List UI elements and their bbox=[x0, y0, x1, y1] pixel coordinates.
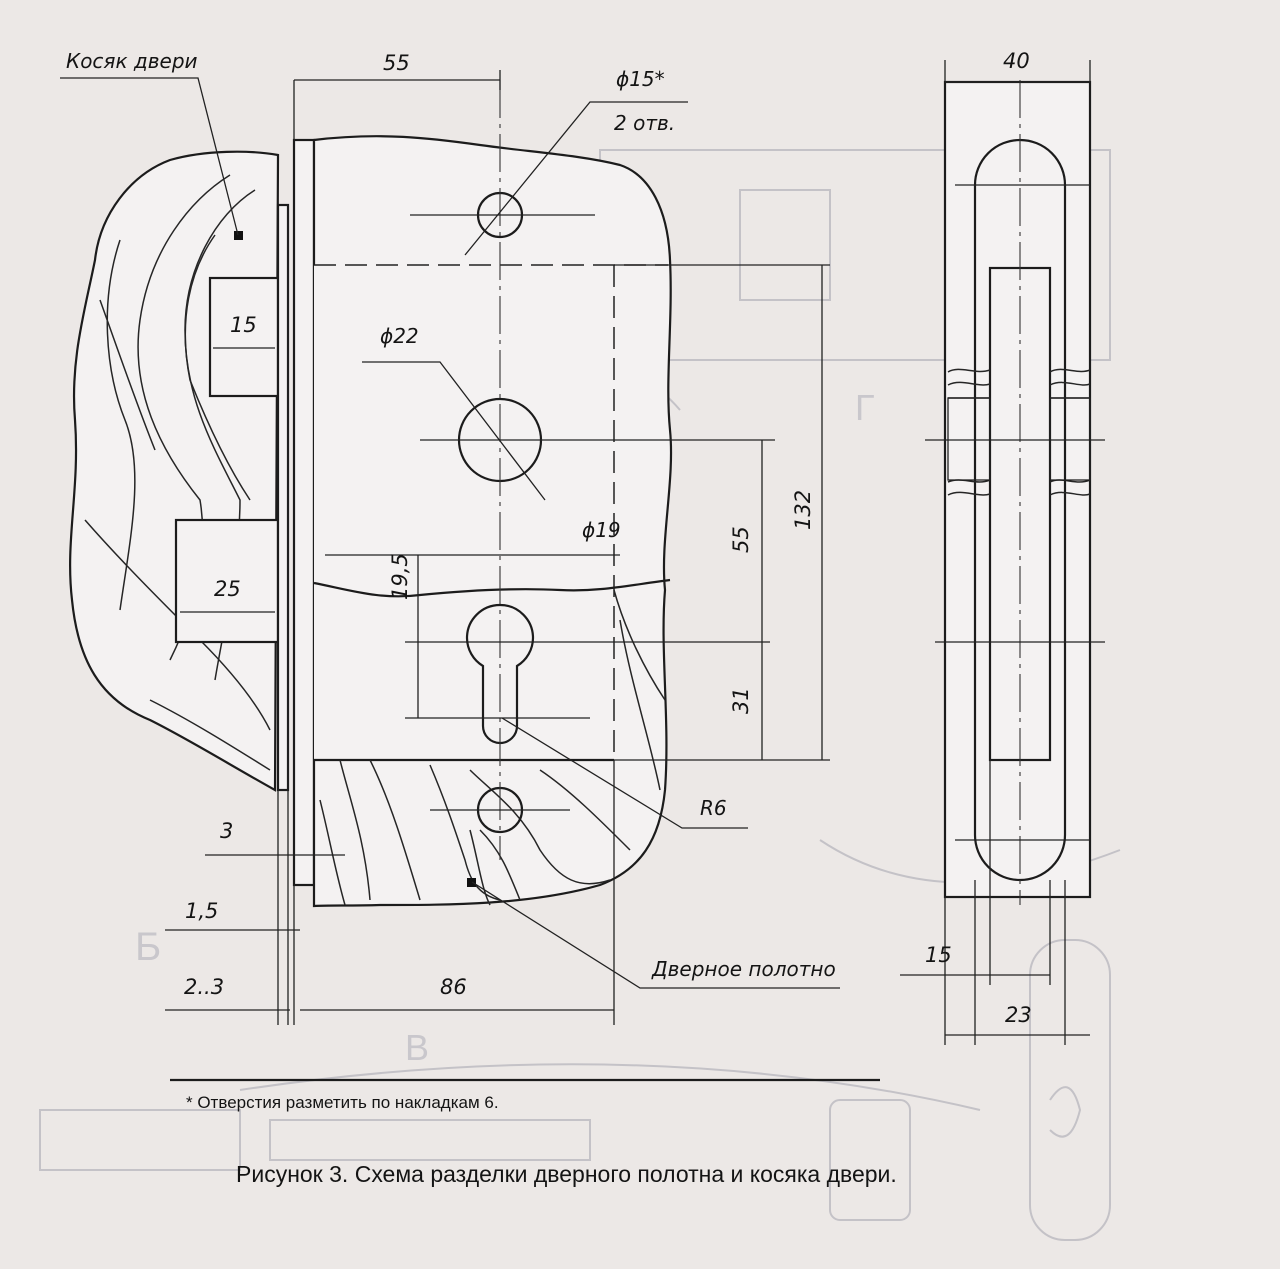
ghost-letter-c: В bbox=[405, 1027, 429, 1068]
keyhole-diameter-label: ϕ19 bbox=[582, 518, 621, 542]
dim-pocket-depth: 86 bbox=[440, 975, 467, 999]
jamb-recess-lower bbox=[174, 518, 280, 644]
dim-plate-thickness: 1,5 bbox=[185, 899, 218, 923]
jamb-marker bbox=[234, 231, 243, 240]
footnote: * Отверстия разметить по накладкам 6. bbox=[186, 1093, 499, 1112]
dim-keyhole-height: 31 bbox=[729, 687, 753, 714]
door-leaf-label: Дверное полотно bbox=[651, 957, 836, 981]
holes-diameter-label: ϕ15* bbox=[616, 67, 665, 91]
side-view bbox=[900, 60, 1105, 1045]
dim-faceplate-range: 2..3 bbox=[184, 975, 224, 999]
cylinder-hole-label: ϕ22 bbox=[380, 324, 419, 348]
dim-side-center: 23 bbox=[1005, 1003, 1032, 1027]
figure-caption: Рисунок 3. Схема разделки дверного полот… bbox=[236, 1161, 897, 1187]
dim-plate-gap: 3 bbox=[220, 819, 233, 843]
dimension-lines bbox=[165, 70, 880, 1082]
dim-center-distance: 55 bbox=[729, 526, 753, 553]
dim-keyhole-offset: 19,5 bbox=[388, 553, 412, 600]
ghost-letter-b: Б bbox=[135, 925, 161, 969]
dim-side-offset: 15 bbox=[925, 943, 952, 967]
dim-jamb-recess-upper: 15 bbox=[230, 313, 257, 337]
dim-side-width: 40 bbox=[1003, 49, 1030, 73]
jamb-label: Косяк двери bbox=[66, 49, 198, 73]
dim-overall-height: 132 bbox=[791, 490, 815, 530]
ghost-letter-d: Г bbox=[855, 387, 875, 428]
door-leaf-marker bbox=[467, 878, 476, 887]
jamb-recess-upper bbox=[208, 276, 280, 398]
keyhole-radius-label: R6 bbox=[700, 796, 727, 820]
dim-top-width: 55 bbox=[383, 51, 410, 75]
dim-jamb-recess-lower: 25 bbox=[214, 577, 241, 601]
door-leaf bbox=[312, 135, 840, 989]
holes-count-label: 2 отв. bbox=[614, 111, 675, 135]
leaf-openings bbox=[325, 80, 775, 860]
